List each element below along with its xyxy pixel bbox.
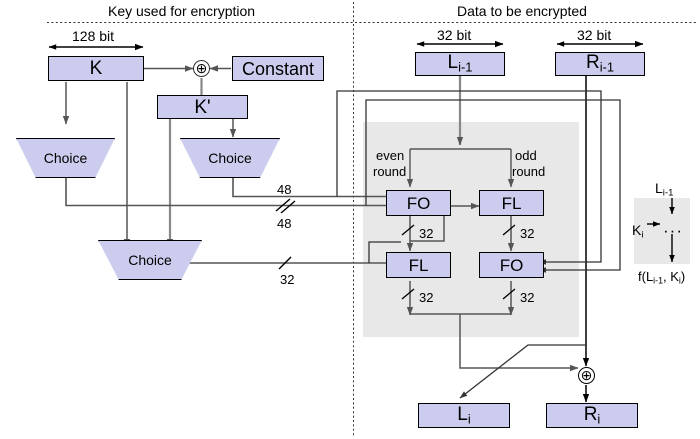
label-odd-round-line2: round [512, 164, 546, 179]
choice-1-label: Choice [43, 150, 88, 166]
label-left-half-width: 32 bit [437, 27, 472, 43]
width-fo-odd-out: 32 [520, 290, 535, 305]
data-box-l-in[interactable]: Li-1 [415, 52, 505, 76]
function-box-fl-even[interactable]: FL [386, 252, 451, 278]
label-even-round-line2: round [373, 164, 407, 179]
constant-box[interactable]: Constant [232, 56, 324, 81]
choice-3-label: Choice [128, 252, 172, 268]
l-in-label: Li-1 [447, 52, 473, 75]
round-function-panel [363, 122, 579, 337]
legend-panel-background [634, 198, 690, 264]
width-fl-odd-out: 32 [520, 226, 535, 241]
key-box-k[interactable]: K [48, 56, 144, 81]
function-box-fo-odd[interactable]: FO [479, 252, 544, 278]
bus-width-48-top: 48 [277, 182, 292, 197]
label-right-half-width: 32 bit [577, 27, 612, 43]
r-out-label: Ri [583, 403, 601, 427]
xor-key-constant[interactable]: ⊕ [193, 60, 210, 77]
xor-feistel-output[interactable]: ⊕ [578, 367, 595, 384]
legend-ellipsis: ··· [663, 221, 683, 240]
xor-symbol: ⊕ [195, 59, 208, 76]
bus-width-48-bottom: 48 [277, 216, 292, 231]
legend-key-label: Ki [632, 222, 644, 241]
label-even-round-line1: even [376, 148, 405, 163]
legend-output-label: f(Li-1, Ki) [638, 269, 686, 286]
key-box-k-prime[interactable]: K' [157, 95, 248, 119]
data-box-r-in[interactable]: Ri-1 [555, 52, 645, 76]
width-fo-even-out: 32 [419, 226, 434, 241]
l-out-label: Li [457, 403, 471, 427]
xor-symbol-output: ⊕ [580, 366, 593, 383]
header-key-section: Key used for encryption [108, 3, 256, 19]
function-box-fo-even[interactable]: FO [386, 190, 451, 216]
header-data-section: Data to be encrypted [457, 3, 587, 19]
bus-width-32-fl: 32 [280, 272, 295, 287]
legend-input-label: Li-1 [655, 180, 674, 199]
r-in-label: Ri-1 [585, 52, 615, 75]
label-key-width: 128 bit [72, 28, 115, 44]
legend-wire-layer [647, 198, 675, 263]
width-fl-even-out: 32 [419, 290, 434, 305]
choice-2-label: Choice [208, 150, 252, 166]
data-box-r-out[interactable]: Ri [546, 403, 638, 428]
function-box-fl-odd[interactable]: FL [479, 190, 544, 216]
label-odd-round-line1: odd [515, 148, 537, 163]
data-box-l-out[interactable]: Li [418, 403, 510, 428]
